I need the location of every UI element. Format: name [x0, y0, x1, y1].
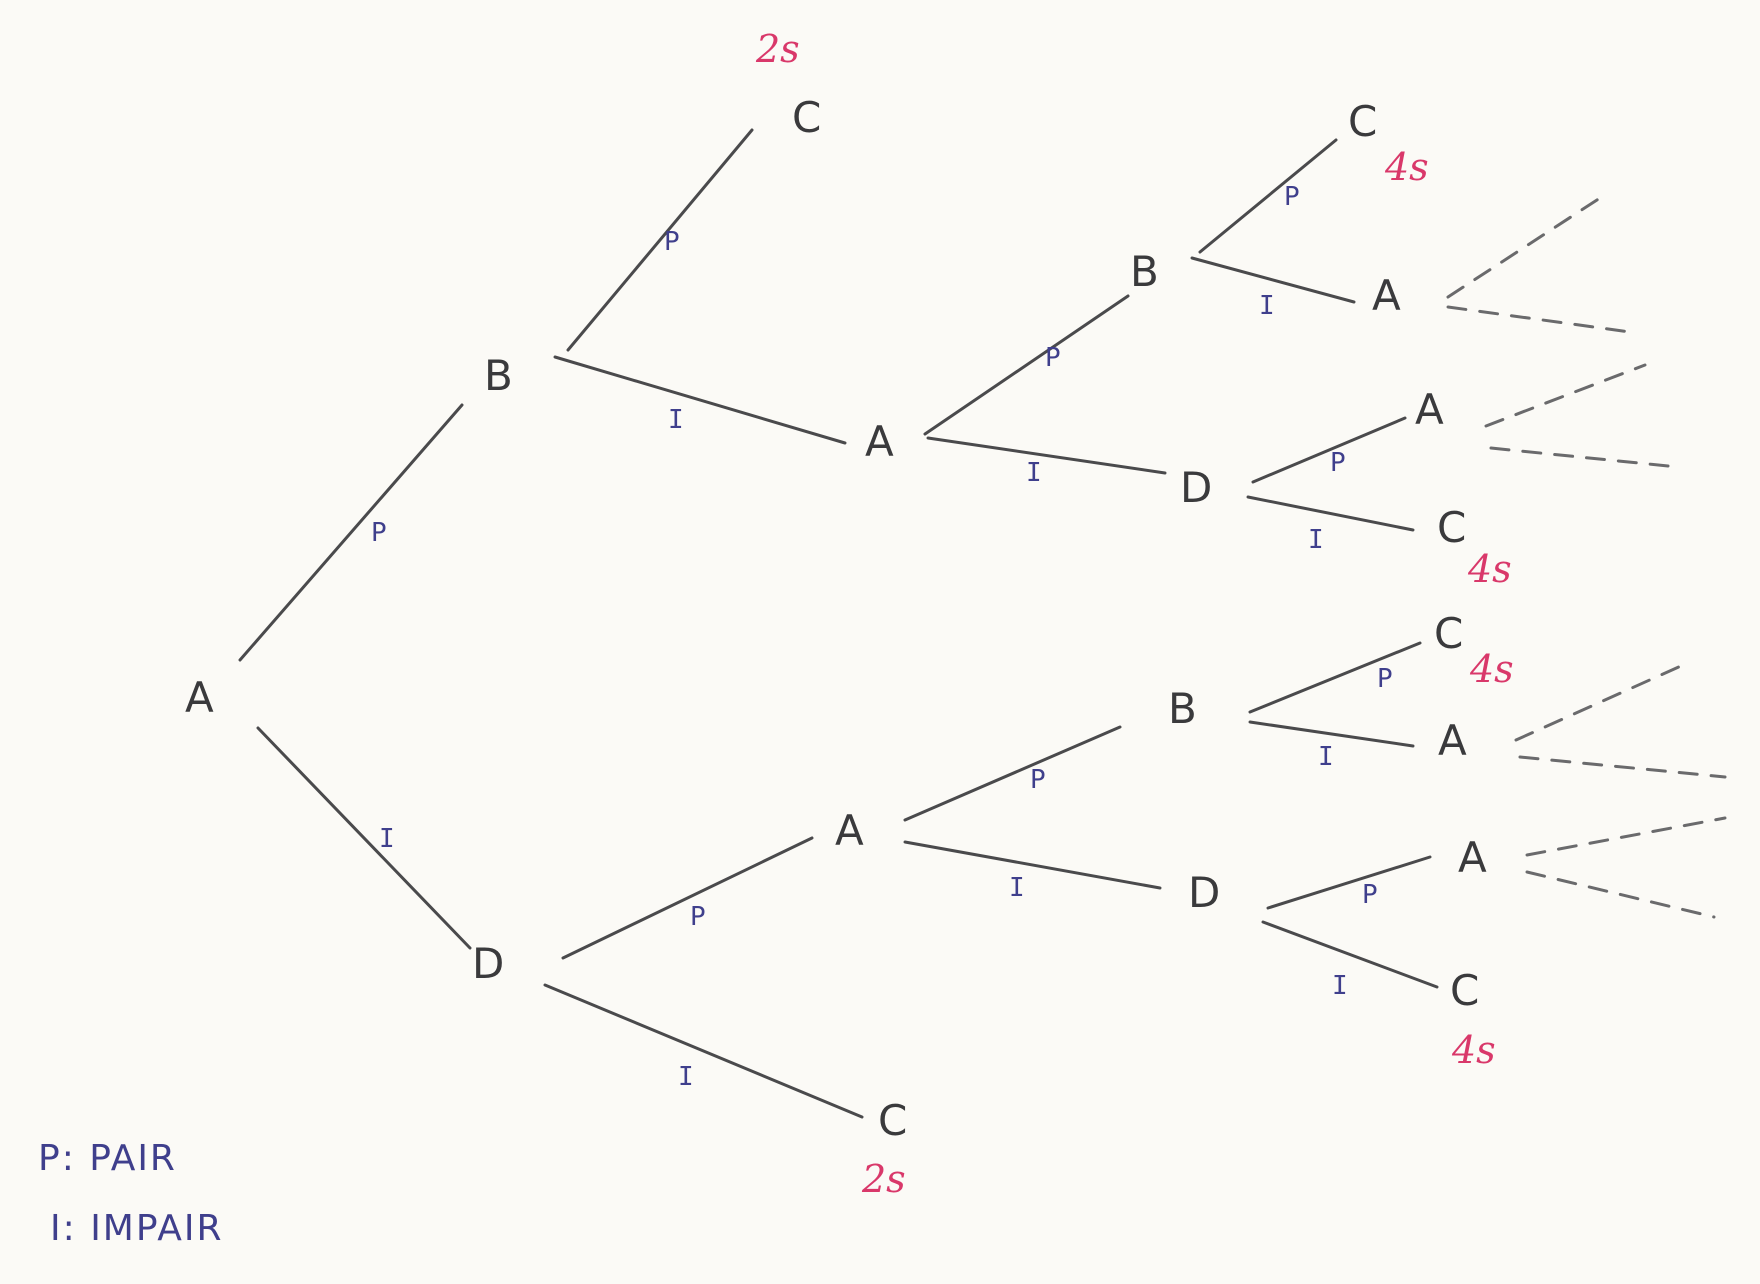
edge-d2-c-r2	[1246, 495, 1415, 532]
dash-a-r4-down	[1525, 870, 1716, 919]
edge-b3-a-r3	[1248, 720, 1415, 748]
node-d2: D	[1180, 463, 1212, 512]
node-a-r2: A	[1415, 385, 1444, 434]
time-c-r2: 4s	[1467, 547, 1512, 591]
time-c-top: 2s	[755, 27, 800, 71]
edge-b1-c-top	[566, 128, 754, 352]
edge-d2-a-r2	[1251, 416, 1407, 484]
edge-labels: P I P I P I P I P I P I P I P I P I	[371, 182, 1393, 1092]
label-b3-a: I	[1318, 742, 1334, 772]
time-c-r4: 4s	[1451, 1028, 1496, 1072]
dash-a-r1-up	[1446, 196, 1602, 299]
node-b3: B	[1168, 684, 1197, 733]
node-a-r3: A	[1438, 716, 1467, 765]
node-c-r1: C	[1348, 97, 1377, 146]
edge-a-d2	[926, 436, 1167, 475]
node-root: A	[185, 673, 214, 722]
edge-b2-a-r1	[1190, 256, 1356, 304]
dash-a-r1-down	[1446, 305, 1632, 334]
edge-d3-a-r4	[1266, 855, 1432, 910]
edge-a-d3	[903, 840, 1162, 890]
label-root-b1: P	[371, 518, 387, 548]
node-d1: D	[472, 939, 504, 988]
node-a-r4: A	[1458, 833, 1487, 882]
time-c-bot: 2s	[861, 1157, 906, 1201]
dash-a-r2-down	[1489, 446, 1670, 468]
label-a-d2: I	[1026, 458, 1042, 488]
dash-a-r3-up	[1514, 663, 1685, 742]
node-c-bot: C	[878, 1096, 907, 1145]
dash-a-r3-down	[1518, 755, 1727, 779]
edge-d1-a-mid-bot	[561, 836, 814, 960]
node-a-mid-top: A	[865, 417, 894, 466]
label-d2-a: P	[1330, 448, 1346, 478]
edge-d3-c-r4	[1261, 920, 1439, 989]
legend-impair: I: IMPAIR	[50, 1208, 224, 1249]
time-annotations: 2s 4s 4s 4s 4s 2s	[755, 27, 1514, 1201]
time-c-r3: 4s	[1469, 647, 1514, 691]
node-c-r3: C	[1434, 609, 1463, 658]
label-root-d1: I	[379, 824, 395, 854]
label-d3-c: I	[1332, 971, 1348, 1001]
tree-edges	[238, 128, 1439, 1119]
node-c-r2: C	[1437, 503, 1466, 552]
label-a-b2: P	[1045, 343, 1061, 373]
label-d1-c: I	[678, 1062, 694, 1092]
time-c-r1: 4s	[1384, 145, 1429, 189]
edge-a-b3	[903, 725, 1122, 822]
node-b2: B	[1130, 247, 1159, 296]
edge-root-d1	[256, 726, 472, 950]
edge-root-b1	[238, 403, 464, 662]
node-c-top: C	[792, 93, 821, 142]
label-d2-c: I	[1308, 525, 1324, 555]
dash-a-r4-up	[1525, 816, 1727, 857]
legend: P: PAIR I: IMPAIR	[38, 1138, 224, 1249]
legend-pair: P: PAIR	[38, 1138, 177, 1179]
edge-b3-c-r3	[1248, 641, 1422, 714]
label-d1-a: P	[690, 902, 706, 932]
edge-a-b2	[923, 294, 1130, 436]
label-b3-c: P	[1377, 664, 1393, 694]
node-a-r1: A	[1372, 271, 1401, 320]
tree-nodes: A B D C A B D C A A C A C B D C A A C	[185, 93, 1487, 1145]
label-b1-a: I	[668, 405, 684, 435]
label-a-d3: I	[1009, 873, 1025, 903]
edge-b1-a-mid-top	[553, 355, 847, 445]
label-b2-c: P	[1284, 182, 1300, 212]
node-a-mid-bot: A	[835, 806, 864, 855]
label-d3-a: P	[1362, 880, 1378, 910]
edge-d1-c-bot	[543, 983, 864, 1119]
label-a-b3: P	[1030, 765, 1046, 795]
label-b2-a: I	[1259, 291, 1275, 321]
continuation-dashes	[1446, 196, 1727, 919]
node-d3: D	[1188, 868, 1220, 917]
label-b1-c: P	[664, 227, 680, 257]
edge-b2-c-r1	[1198, 138, 1338, 254]
dash-a-r2-up	[1484, 363, 1647, 428]
node-b1: B	[484, 351, 513, 400]
node-c-r4: C	[1450, 966, 1479, 1015]
